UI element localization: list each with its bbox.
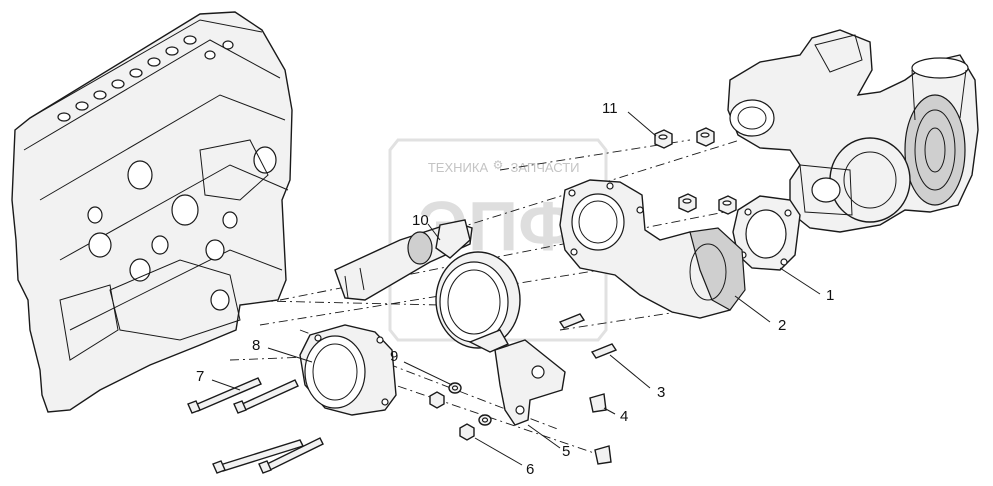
turbocharger xyxy=(727,29,979,233)
callout-8: 8 xyxy=(252,337,260,354)
bolts-part-4 xyxy=(589,393,612,465)
gasket-part-1 xyxy=(732,195,801,271)
elbow-pipe-part-2 xyxy=(559,179,746,319)
flange-adapter-part-8 xyxy=(299,324,397,416)
nuts-part-11 xyxy=(654,127,737,215)
leader-lines xyxy=(211,111,821,466)
callout-labels: 1 2 3 4 5 6 7 8 9 10 11 xyxy=(196,100,834,478)
callout-5: 5 xyxy=(562,443,570,460)
watermark-bottom-text: ЗАПЧАСТИ xyxy=(510,160,579,175)
callout-3: 3 xyxy=(657,384,665,401)
engine-block xyxy=(11,11,293,413)
callout-7: 7 xyxy=(196,368,204,385)
watermark-top-text: ТЕХНИКА xyxy=(428,160,489,175)
callout-2: 2 xyxy=(778,317,786,334)
bracket-part-5 xyxy=(494,339,566,426)
callout-4: 4 xyxy=(620,408,628,425)
nuts-part-6 xyxy=(429,391,475,441)
washers-part-9 xyxy=(448,382,492,426)
long-bolts-part-7 xyxy=(187,377,324,474)
callout-1: 1 xyxy=(826,287,834,304)
callout-10: 10 xyxy=(412,212,429,229)
actuator-part-10 xyxy=(334,219,521,353)
callout-11: 11 xyxy=(602,100,618,117)
gear-icon: ⚙ xyxy=(493,158,504,172)
callout-9: 9 xyxy=(390,348,398,365)
studs-part-3 xyxy=(558,313,618,359)
callout-6: 6 xyxy=(526,461,534,478)
